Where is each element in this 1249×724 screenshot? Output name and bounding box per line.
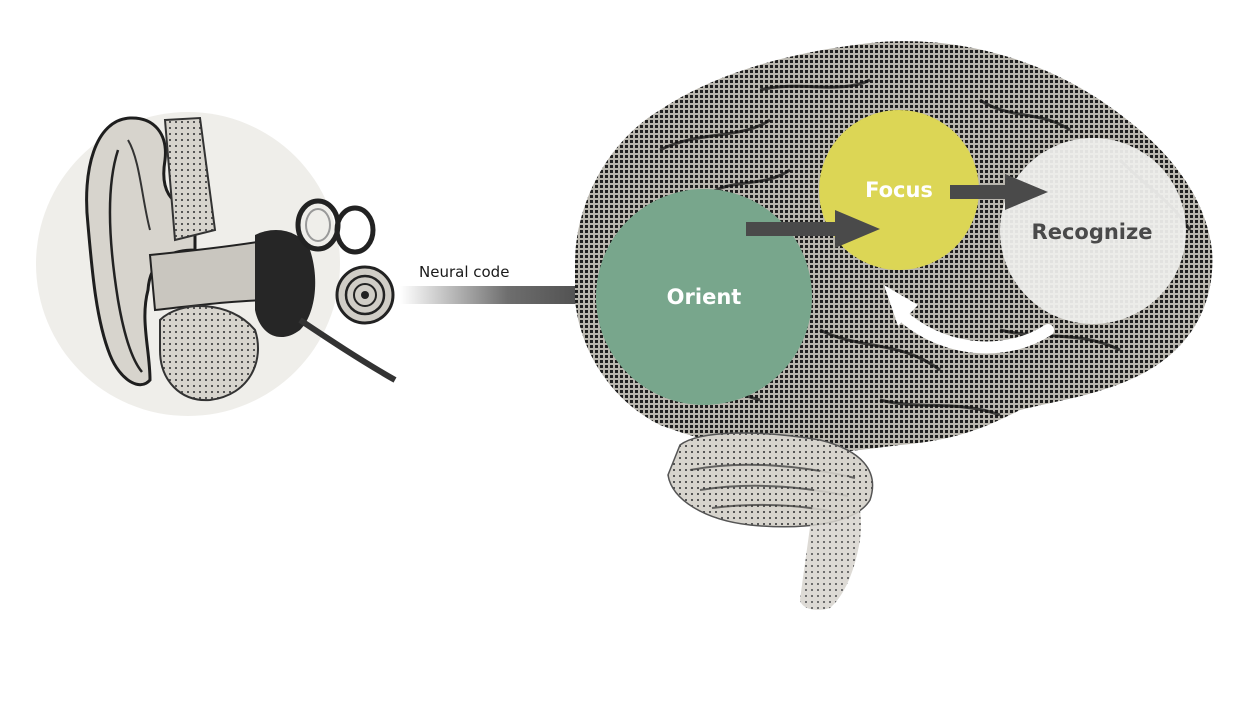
recognize-label: Recognize <box>1032 220 1153 244</box>
ear-illustration <box>36 112 395 416</box>
orient-node: Orient <box>596 189 812 405</box>
neural-code-label: Neural code <box>419 263 509 281</box>
focus-label: Focus <box>865 178 933 202</box>
orient-label: Orient <box>667 285 742 309</box>
recognize-node: Recognize <box>1000 138 1186 324</box>
